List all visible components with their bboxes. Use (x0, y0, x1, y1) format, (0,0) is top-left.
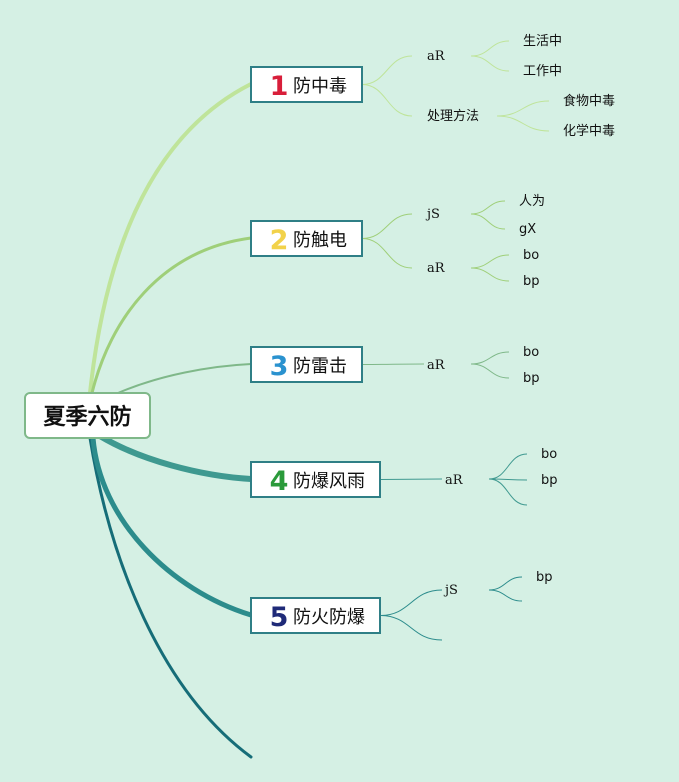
branch-line-t2 (90, 236, 253, 395)
sub-connector (361, 84, 413, 117)
leaf-connector (488, 453, 528, 480)
leaf-connector (488, 589, 523, 602)
sub-connector (379, 615, 443, 641)
sub-connector (361, 213, 413, 239)
leaf-connector (496, 100, 550, 117)
leaf-connector (470, 213, 506, 230)
subtopic-label[interactable]: aR (427, 49, 446, 64)
root-label: 夏季六防 (43, 405, 131, 430)
topic-number: 3 (270, 351, 289, 382)
subtopic-label[interactable]: jS (443, 583, 458, 598)
subtopic-label[interactable]: jS (425, 207, 440, 222)
topic-label: 防中毒 (293, 76, 347, 97)
leaf-connector (488, 478, 528, 506)
branch-line-t5 (90, 435, 254, 618)
leaf-connector (488, 576, 523, 591)
leaf-label[interactable]: bo (523, 248, 539, 263)
leaf-connector (470, 40, 510, 57)
subtopic-label[interactable]: 处理方法 (427, 108, 479, 124)
topic-label: 防触电 (293, 230, 347, 251)
branch-line-extra (88, 436, 253, 759)
leaf-connector (496, 115, 550, 132)
root-node[interactable]: 夏季六防 (24, 392, 151, 439)
topic-number: 4 (270, 466, 289, 497)
root-node-box (24, 392, 151, 439)
leaf-label[interactable]: bo (541, 447, 557, 462)
branch-line-t3 (117, 363, 252, 394)
sub-connector (379, 589, 443, 616)
leaf-label[interactable]: 食物中毒 (563, 93, 615, 109)
sub-connector (361, 55, 413, 85)
leaf-label[interactable]: bp (523, 274, 540, 289)
subtopic-label[interactable]: aR (427, 261, 446, 276)
leaf-connector (470, 351, 510, 365)
topic-box (250, 66, 363, 103)
leaf-connector (470, 200, 506, 215)
sub-connector (379, 478, 443, 480)
topic-box (250, 597, 381, 634)
subtopic-label[interactable]: aR (427, 358, 446, 373)
leaf-label[interactable]: 化学中毒 (563, 123, 615, 139)
topic-label: 防雷击 (293, 356, 347, 377)
leaf-label[interactable]: bo (523, 345, 539, 360)
topic-number: 1 (270, 71, 289, 102)
leaf-connector (470, 55, 510, 72)
topic-label: 防火防爆 (293, 607, 365, 628)
branch-lines (88, 40, 550, 759)
topic-box (250, 346, 363, 383)
sub-connector (361, 363, 425, 365)
leaf-connector (470, 267, 510, 282)
topic-number: 5 (270, 602, 289, 633)
topic-label: 防爆风雨 (293, 471, 365, 492)
topic-number: 2 (270, 225, 289, 256)
leaf-label[interactable]: bp (523, 371, 540, 386)
leaf-label[interactable]: gX (519, 222, 536, 237)
leaf-label[interactable]: bp (541, 473, 558, 488)
leaf-label[interactable]: 人为 (519, 194, 545, 209)
branch-line-t1 (88, 82, 253, 395)
leaf-label[interactable]: bp (536, 570, 553, 585)
branch-line-t4 (97, 433, 254, 482)
leaf-label[interactable]: 工作中 (523, 64, 562, 79)
leaf-label[interactable]: 生活中 (523, 34, 562, 49)
topic-box (250, 461, 381, 498)
leaf-connector (470, 254, 510, 269)
subtopic-label[interactable]: aR (445, 473, 464, 488)
topic-box (250, 220, 363, 257)
sub-connector (361, 238, 413, 269)
leaf-connector (470, 363, 510, 379)
